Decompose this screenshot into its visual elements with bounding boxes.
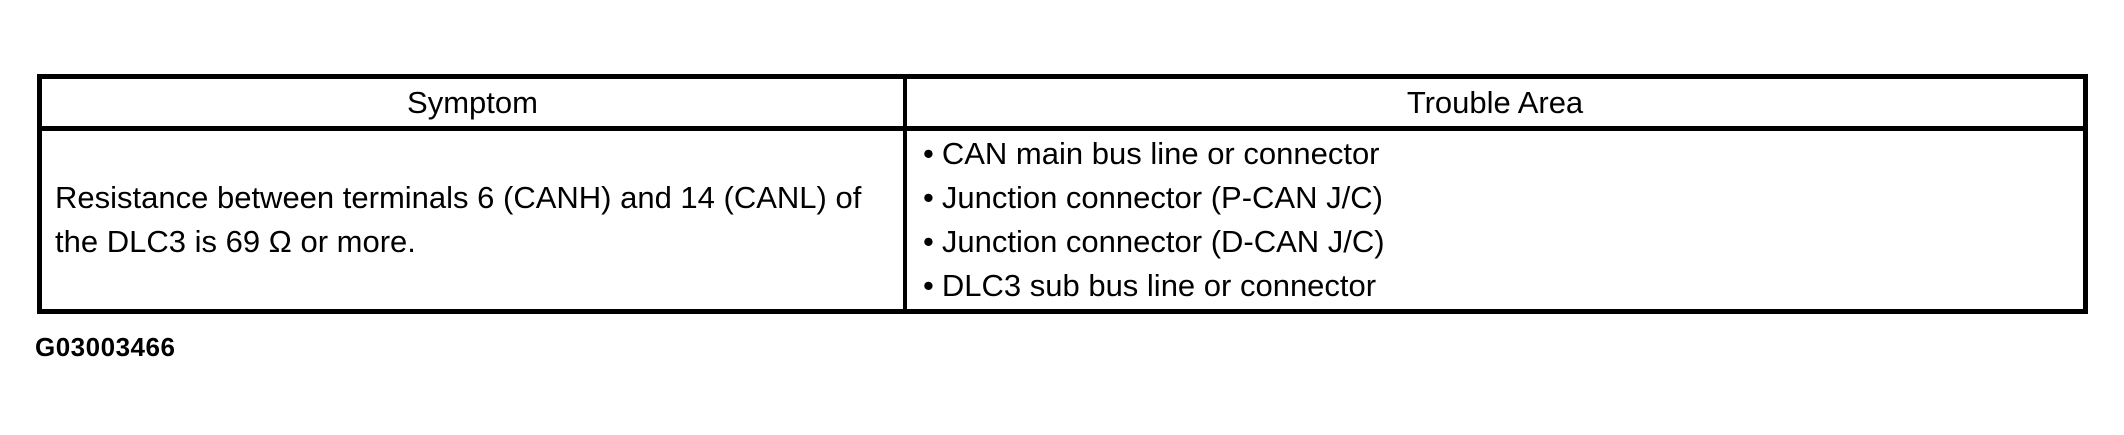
trouble-list-item: •DLC3 sub bus line or connector [923,264,2073,308]
symptom-text-line-2: the DLC3 is 69 Ω or more. [55,224,416,259]
table-header-row: Symptom Trouble Area [42,79,2083,131]
trouble-list-item: •CAN main bus line or connector [923,132,2073,176]
symptom-trouble-table: Symptom Trouble Area Resistance between … [37,74,2088,314]
bullet-icon: • [923,136,934,171]
trouble-list-item: •Junction connector (P-CAN J/C) [923,176,2073,220]
symptom-text-line-1: Resistance between terminals 6 (CANH) an… [55,180,862,215]
trouble-list-item: •Junction connector (D-CAN J/C) [923,220,2073,264]
symptom-cell: Resistance between terminals 6 (CANH) an… [42,131,907,309]
header-cell-trouble-area: Trouble Area [1406,85,1584,120]
bullet-icon: • [923,268,934,303]
bullet-icon: • [923,180,934,215]
bullet-icon: • [923,224,934,259]
trouble-item-label: CAN main bus line or connector [941,136,1380,171]
trouble-item-label: Junction connector (D-CAN J/C) [941,224,1385,259]
trouble-area-cell: •CAN main bus line or connector •Junctio… [907,131,2083,309]
table-body-row: Resistance between terminals 6 (CANH) an… [42,131,2083,309]
trouble-item-label: Junction connector (P-CAN J/C) [941,180,1383,215]
header-cell-symptom: Symptom [42,79,907,126]
figure-code: G03003466 [35,332,176,362]
trouble-item-label: DLC3 sub bus line or connector [941,268,1377,303]
